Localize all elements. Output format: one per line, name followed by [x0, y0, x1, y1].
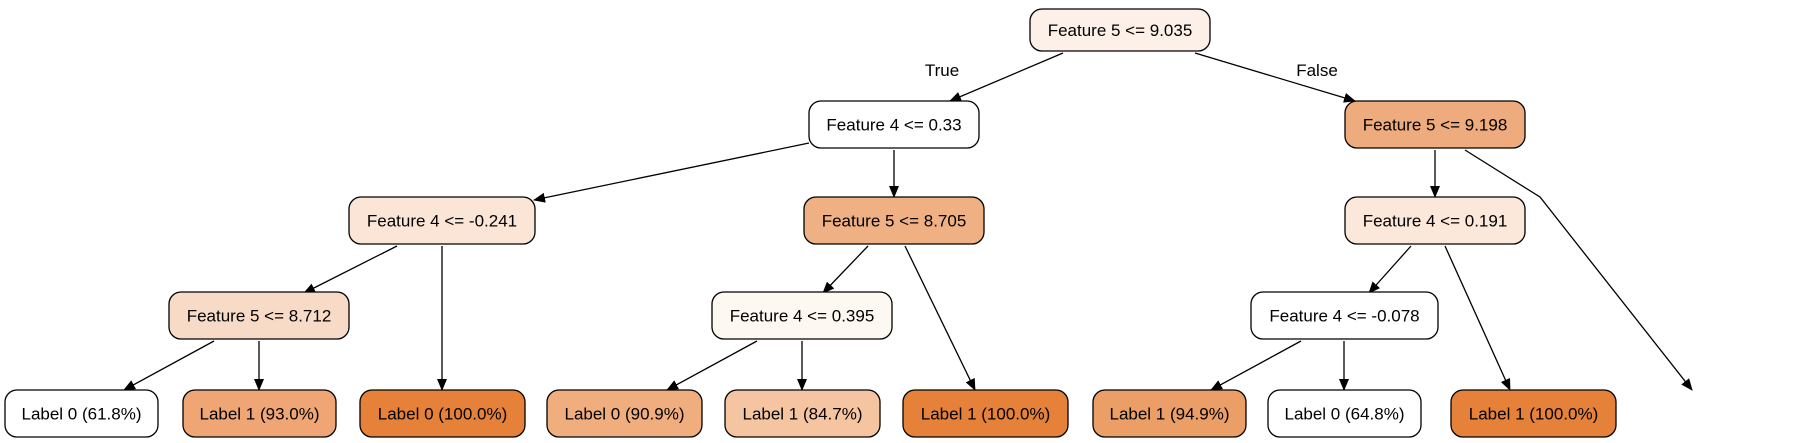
- leaf-node: Label 1 (84.7%): [724, 389, 881, 438]
- edge-n10-n16: [1210, 340, 1302, 391]
- node-label: Label 1 (100.0%): [1469, 405, 1598, 424]
- node-label: Feature 5 <= 8.705: [822, 212, 967, 231]
- edge-n8-n14: [666, 340, 758, 391]
- node-label: Feature 4 <= -0.241: [367, 212, 517, 231]
- leaf-node: Label 0 (61.8%): [4, 389, 159, 438]
- node-box: [711, 291, 893, 340]
- split-node: Feature 5 <= 8.712: [168, 291, 350, 340]
- edge-n5-n10: [1368, 245, 1412, 294]
- edge-labels-layer: True False: [925, 61, 1338, 80]
- edge-n4-n9: [904, 245, 976, 391]
- node-label: Feature 4 <= 0.191: [1363, 212, 1508, 231]
- node-label: Label 1 (93.0%): [199, 405, 319, 424]
- leaf-node: Label 0 (90.9%): [546, 389, 703, 438]
- split-node: Feature 5 <= 9.198: [1344, 100, 1526, 149]
- node-box: [4, 389, 159, 438]
- split-node: Feature 4 <= -0.078: [1250, 291, 1439, 340]
- node-box: [1092, 389, 1247, 438]
- edge-n6-n12: [123, 340, 215, 391]
- edges-layer: [123, 52, 1693, 391]
- node-box: [1250, 291, 1439, 340]
- node-label: Label 0 (64.8%): [1284, 405, 1404, 424]
- node-label: Feature 5 <= 9.035: [1048, 21, 1193, 40]
- split-node: Feature 5 <= 9.035: [1029, 8, 1211, 52]
- node-label: Feature 5 <= 9.198: [1363, 116, 1508, 135]
- split-node: Feature 4 <= 0.395: [711, 291, 893, 340]
- node-box: [168, 291, 350, 340]
- node-label: Feature 4 <= 0.395: [730, 307, 875, 326]
- edge-n0-n2: [1194, 52, 1356, 103]
- split-node: Feature 5 <= 8.705: [803, 196, 985, 245]
- edge-n2-n11: [1464, 149, 1693, 391]
- node-label: Feature 4 <= -0.078: [1269, 307, 1419, 326]
- split-node: Feature 4 <= 0.191: [1344, 196, 1526, 245]
- edge-n4-n8: [822, 245, 869, 294]
- edge-label-true: True: [925, 61, 959, 80]
- node-box: [546, 389, 703, 438]
- node-box: [1029, 8, 1211, 52]
- node-label: Label 0 (90.9%): [564, 405, 684, 424]
- node-box: [808, 100, 980, 149]
- node-label: Label 1 (100.0%): [921, 405, 1050, 424]
- leaf-node: Label 0 (100.0%): [359, 389, 526, 438]
- split-node: Feature 4 <= -0.241: [348, 196, 536, 245]
- leaf-node: Label 1 (93.0%): [182, 389, 337, 438]
- node-box: [724, 389, 881, 438]
- node-box: [803, 196, 985, 245]
- edge-n5-n11b: [1444, 245, 1511, 391]
- edge-n0-n1: [949, 52, 1064, 102]
- node-box: [1450, 389, 1617, 438]
- node-label: Feature 5 <= 8.712: [187, 307, 332, 326]
- leaf-node: Label 1 (94.9%): [1092, 389, 1247, 438]
- leaf-node: Label 1 (100.0%): [1450, 389, 1617, 438]
- edge-n1-n3: [533, 142, 810, 203]
- node-label: Label 1 (84.7%): [742, 405, 862, 424]
- edge-label-false: False: [1296, 61, 1338, 80]
- node-box: [1344, 100, 1526, 149]
- leaf-node: Label 1 (100.0%): [902, 389, 1069, 438]
- node-box: [902, 389, 1069, 438]
- leaf-node: Label 0 (64.8%): [1267, 389, 1422, 438]
- node-box: [1344, 196, 1526, 245]
- node-box: [348, 196, 536, 245]
- split-node: Feature 4 <= 0.33: [808, 100, 980, 149]
- node-box: [1267, 389, 1422, 438]
- node-label: Label 0 (61.8%): [21, 405, 141, 424]
- edge-n3-n6: [303, 245, 398, 294]
- node-label: Feature 4 <= 0.33: [826, 116, 961, 135]
- node-label: Label 1 (94.9%): [1109, 405, 1229, 424]
- node-box: [359, 389, 526, 438]
- node-box: [182, 389, 337, 438]
- node-label: Label 0 (100.0%): [378, 405, 507, 424]
